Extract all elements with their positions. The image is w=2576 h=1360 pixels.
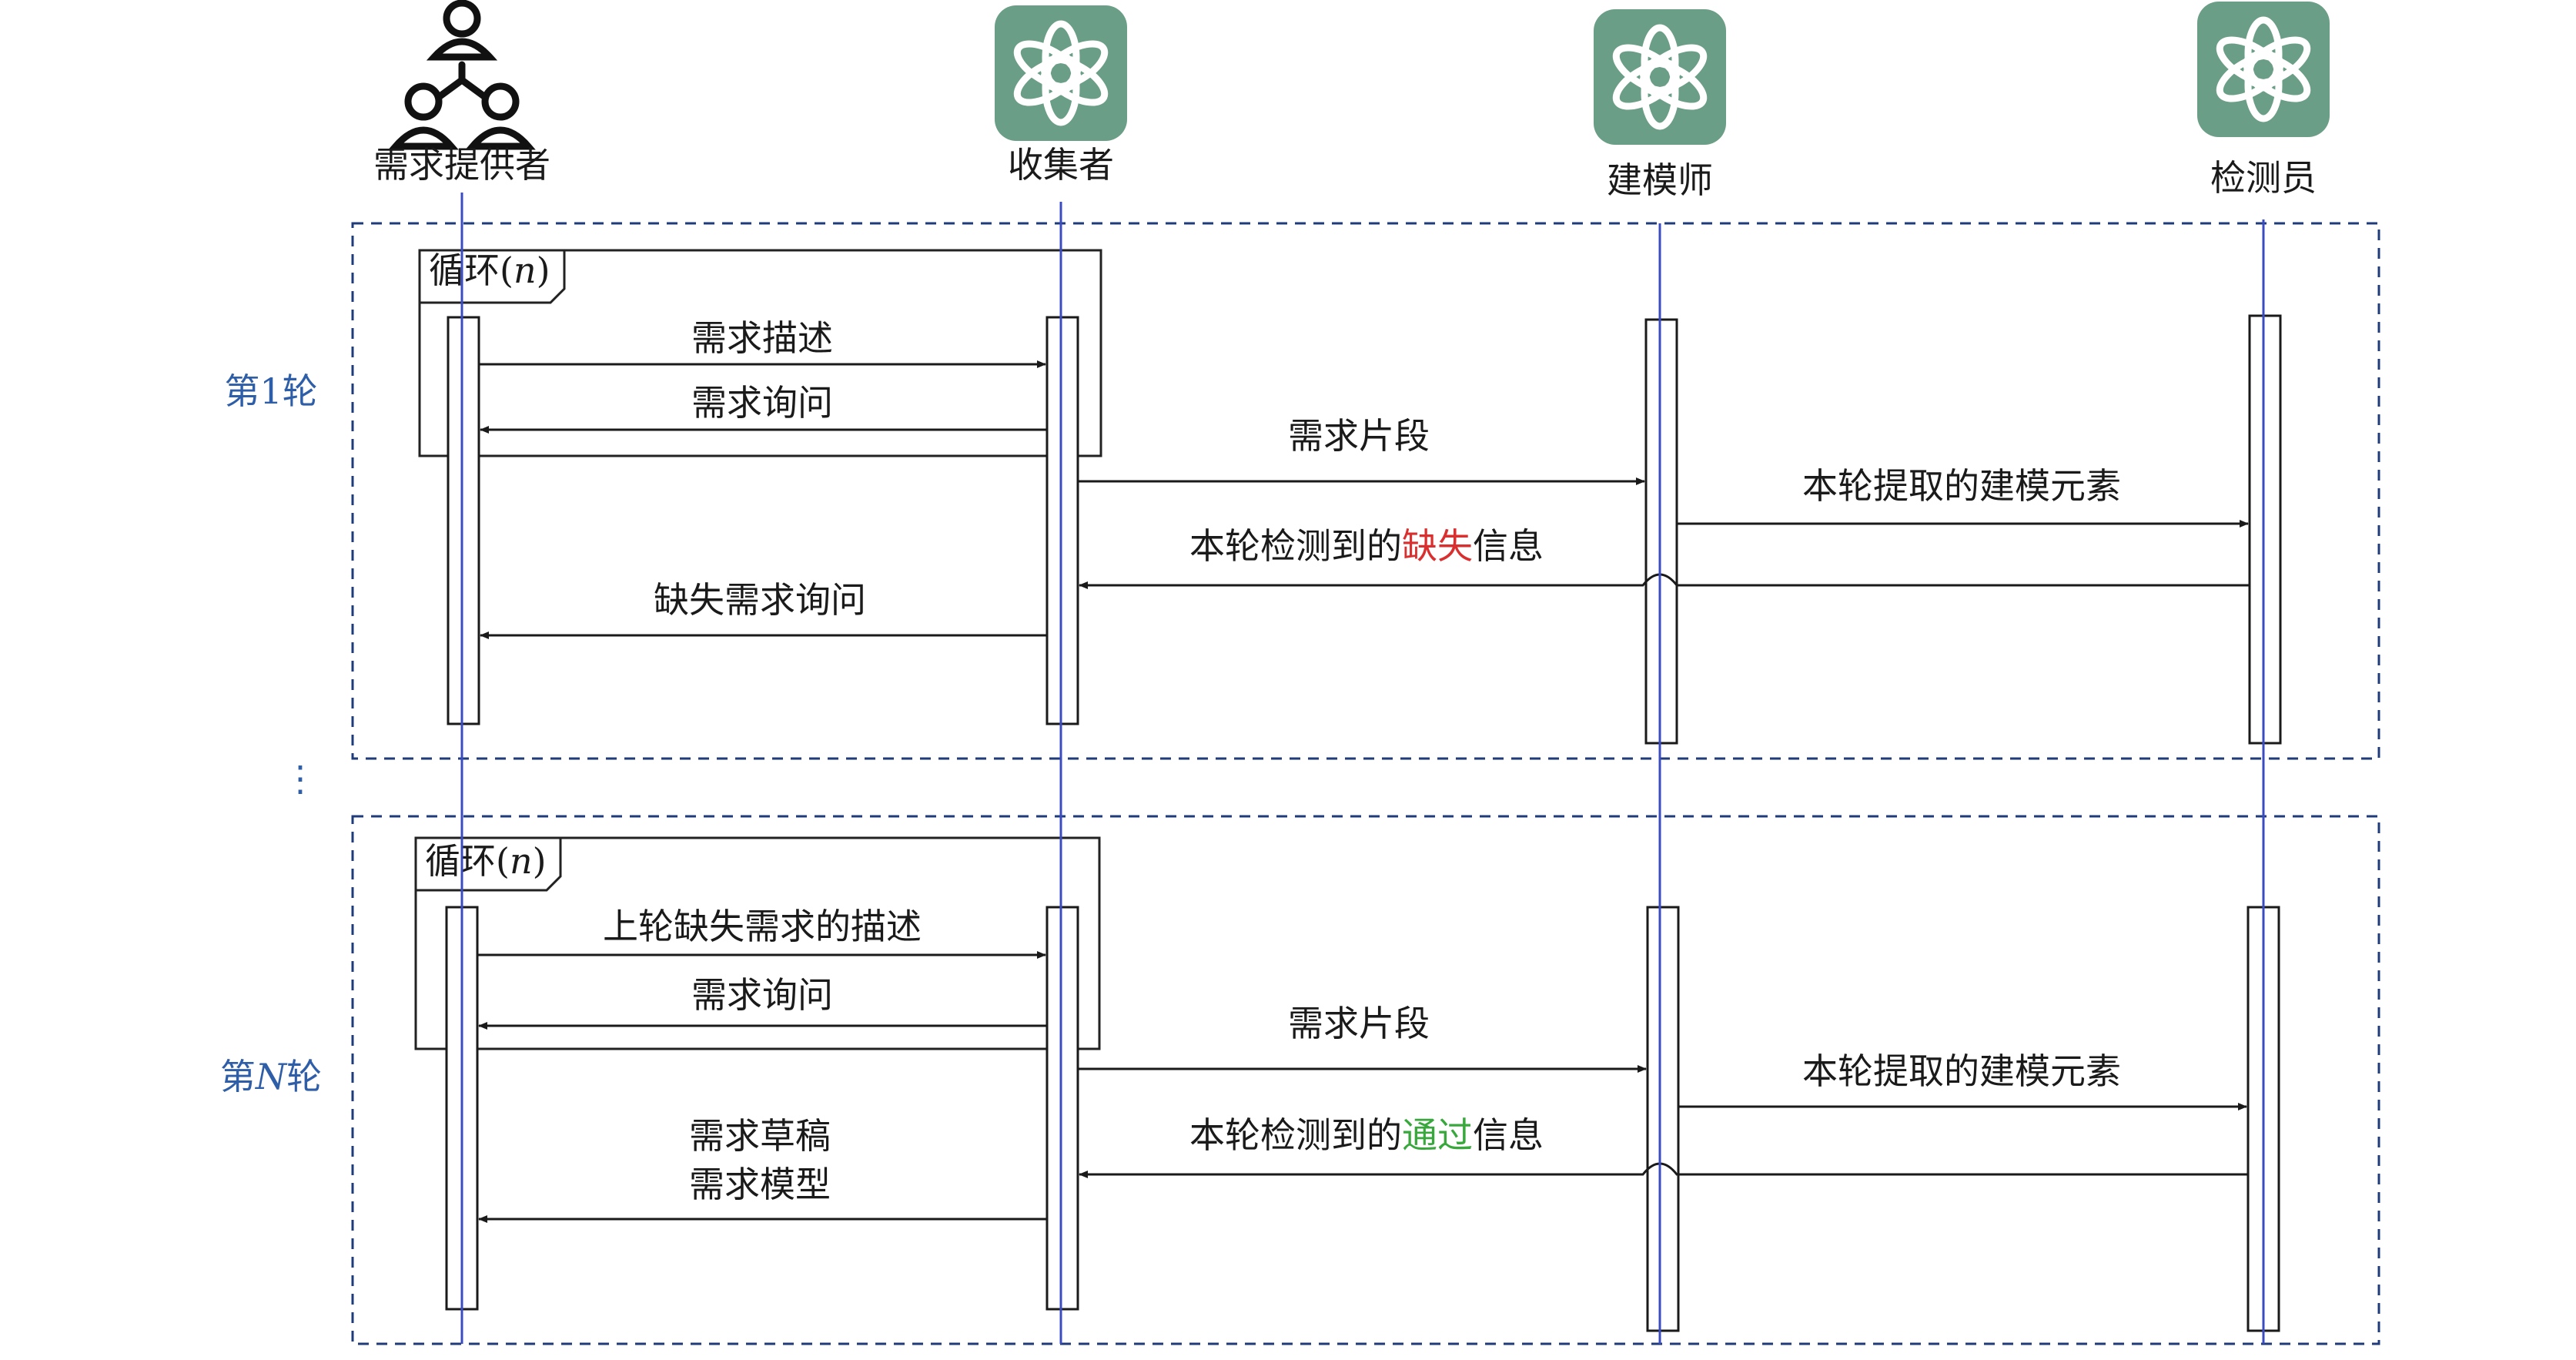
person-head [481,82,520,121]
team-people-icon [388,0,536,150]
loop-tab [416,838,562,892]
activation-bar-modeler [1644,318,1678,745]
detect-text: 本轮检测到的 [1189,525,1402,567]
loop-tab [420,250,566,304]
detect-text: 信息 [1473,1114,1544,1156]
detect-text: 本轮检测到的 [1189,1114,1402,1156]
round-label-suffix: 轮 [286,1056,322,1097]
participant-provider: 需求提供者 [373,0,550,186]
participant-label: 建模师 [1607,159,1713,201]
loop-box [414,836,1101,1050]
detect-highlight: 缺失 [1402,525,1473,567]
message-label: 本轮提取的建模元素 [1802,1050,2121,1092]
connector-line [458,76,489,101]
detect-text: 信息 [1473,525,1544,567]
message-label: 需求描述 [691,317,833,359]
round-dashed-border [351,815,2380,1345]
round-ellipsis: ⋮ [283,758,318,799]
logo-petal [2216,52,2284,102]
logo-background [995,5,1127,141]
message-label: 需求询问 [691,382,833,424]
participant-modeler: 建模师 [1594,9,1726,201]
loop-label: 循环(n) [425,840,547,882]
round-label-var: N [255,1056,288,1097]
connector-line [435,76,466,101]
message-label: 本轮提取的建模元素 [1802,465,2121,507]
detect-highlight: 通过 [1402,1114,1473,1156]
openai-logo-icon [1594,9,1726,145]
person-body [388,126,459,150]
message-label: 需求草稿 [689,1115,831,1157]
message-label: 缺失需求询问 [654,579,866,621]
loop-box [418,249,1102,457]
activation-bar-provider [447,316,480,725]
logo-petal [1612,59,1681,110]
message-label: 需求模型 [689,1164,831,1205]
round-label-suffix: 轮 [283,370,318,412]
logo-petal [2216,36,2284,87]
message-label: 需求询问 [691,974,833,1016]
person-body [465,126,536,150]
message-label: 需求片段 [1288,415,1430,457]
logo-petal [1013,55,1082,106]
participant-collector: 收集者 [995,5,1127,186]
message-label: 本轮检测到的缺失信息 [1189,525,1544,567]
logo-petal [1013,40,1082,91]
message-label: 需求片段 [1288,1003,1430,1044]
round-frame-1: 循环(n) [351,222,2380,760]
loop-label: 循环(n) [429,250,550,291]
openai-logo-icon [2197,2,2330,137]
activation-bar-collector [1045,316,1079,725]
logo-petal [1612,44,1681,95]
round-label: 第N轮 [220,1056,322,1097]
round-label-prefix: 第 [224,370,259,412]
message-label: 上轮缺失需求的描述 [603,906,922,947]
activation-bar-modeler [1646,906,1680,1332]
activation-bar-inspector [2248,314,2282,745]
round-dashed-border [351,222,2380,760]
message-label: 本轮检测到的通过信息 [1189,1114,1544,1156]
participant-label: 检测员 [2210,157,2317,199]
round-label: 第1轮 [224,370,317,412]
openai-logo-icon [995,5,1127,141]
logo-background [2197,2,2330,137]
participant-label: 收集者 [1008,144,1114,186]
participant-label: 需求提供者 [373,144,550,186]
participant-inspector: 检测员 [2197,2,2330,199]
round-label-prefix: 第 [220,1056,256,1097]
logo-background [1594,9,1726,145]
person-head [443,0,481,38]
round-frame-2: 循环(n) [351,815,2380,1345]
person-body [426,38,498,61]
round-label-var: 1 [259,370,282,412]
activation-bar-collector [1045,906,1079,1311]
person-head [404,82,443,121]
